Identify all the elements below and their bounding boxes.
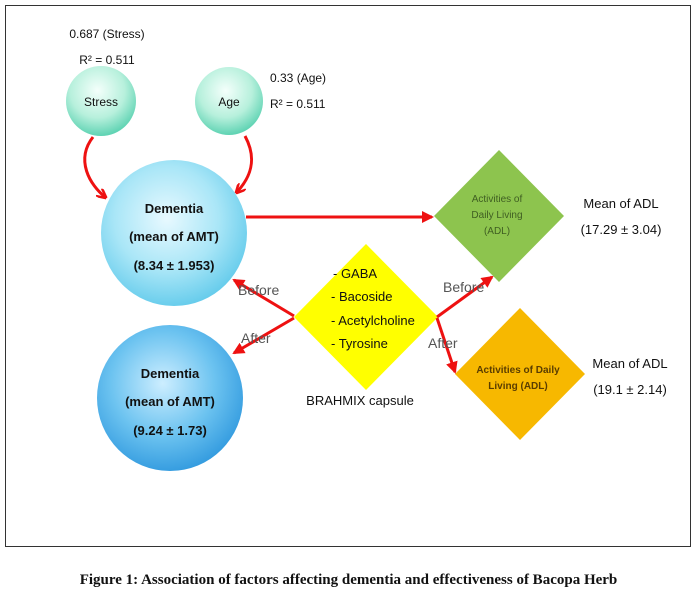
after-label-left: After xyxy=(241,330,271,346)
dementia-after-subtitle: (mean of AMT) xyxy=(125,394,215,409)
adl-before-line-2: Daily Living xyxy=(471,210,522,221)
age-bubble xyxy=(195,67,263,135)
capsule-to-dementia-after-arrow xyxy=(232,316,295,355)
dementia-before-value: (8.34 ± 1.953) xyxy=(134,258,215,273)
adl-after-mean-value: (19.1 ± 2.14) xyxy=(593,382,667,397)
stress-r2: R² = 0.511 xyxy=(79,53,135,67)
adl-before-line-1: Activities of xyxy=(472,194,523,205)
dementia-after-title: Dementia xyxy=(141,366,200,381)
age-label: Age xyxy=(218,95,240,109)
age-r2: R² = 0.511 xyxy=(270,97,326,111)
adl-before-mean-label: Mean of ADL xyxy=(583,196,658,211)
brahmix-capsule-label: BRAHMIX capsule xyxy=(306,393,414,408)
dementia-before-title: Dementia xyxy=(145,201,204,216)
after-label-right: After xyxy=(428,335,458,351)
capsule-item-gaba: - GABA xyxy=(333,266,377,281)
capsule-to-adl-before-arrow xyxy=(436,275,494,319)
brahmix-capsule-diamond xyxy=(294,244,438,390)
before-label-left: Before xyxy=(238,282,279,298)
adl-after-line-2: Living (ADL) xyxy=(488,381,547,392)
before-label-right: Before xyxy=(443,279,484,295)
capsule-item-acetylcholine: - Acetylcholine xyxy=(331,313,415,328)
age-coefficient: 0.33 (Age) xyxy=(270,71,326,85)
capsule-to-adl-after-arrow xyxy=(435,317,458,374)
dementia-before-subtitle: (mean of AMT) xyxy=(129,229,219,244)
dementia-before-circle xyxy=(101,160,247,306)
stress-to-dementia-arrow xyxy=(83,136,105,197)
dementia-after-circle xyxy=(97,325,243,471)
adl-after-diamond xyxy=(455,308,585,440)
stress-bubble xyxy=(66,66,136,136)
stress-label: Stress xyxy=(84,95,118,109)
diagram: 0.687 (Stress) R² = 0.511 Stress Age 0.3… xyxy=(66,27,668,471)
adl-after-line-1: Activities of Daily xyxy=(476,365,560,376)
age-to-dementia-arrow xyxy=(237,135,254,192)
figure-caption: Figure 1: Association of factors affecti… xyxy=(79,572,618,588)
stress-coefficient: 0.687 (Stress) xyxy=(69,27,144,41)
adl-after-mean-label: Mean of ADL xyxy=(592,356,667,371)
adl-before-line-3: (ADL) xyxy=(484,226,510,237)
figure-frame xyxy=(5,5,691,547)
capsule-to-dementia-before-arrow xyxy=(232,278,295,318)
adl-before-diamond xyxy=(434,150,564,282)
dementia-after-value: (9.24 ± 1.73) xyxy=(133,423,207,438)
adl-before-mean-value: (17.29 ± 3.04) xyxy=(581,222,662,237)
capsule-item-bacoside: - Bacoside xyxy=(331,289,392,304)
capsule-item-tyrosine: - Tyrosine xyxy=(331,336,388,351)
